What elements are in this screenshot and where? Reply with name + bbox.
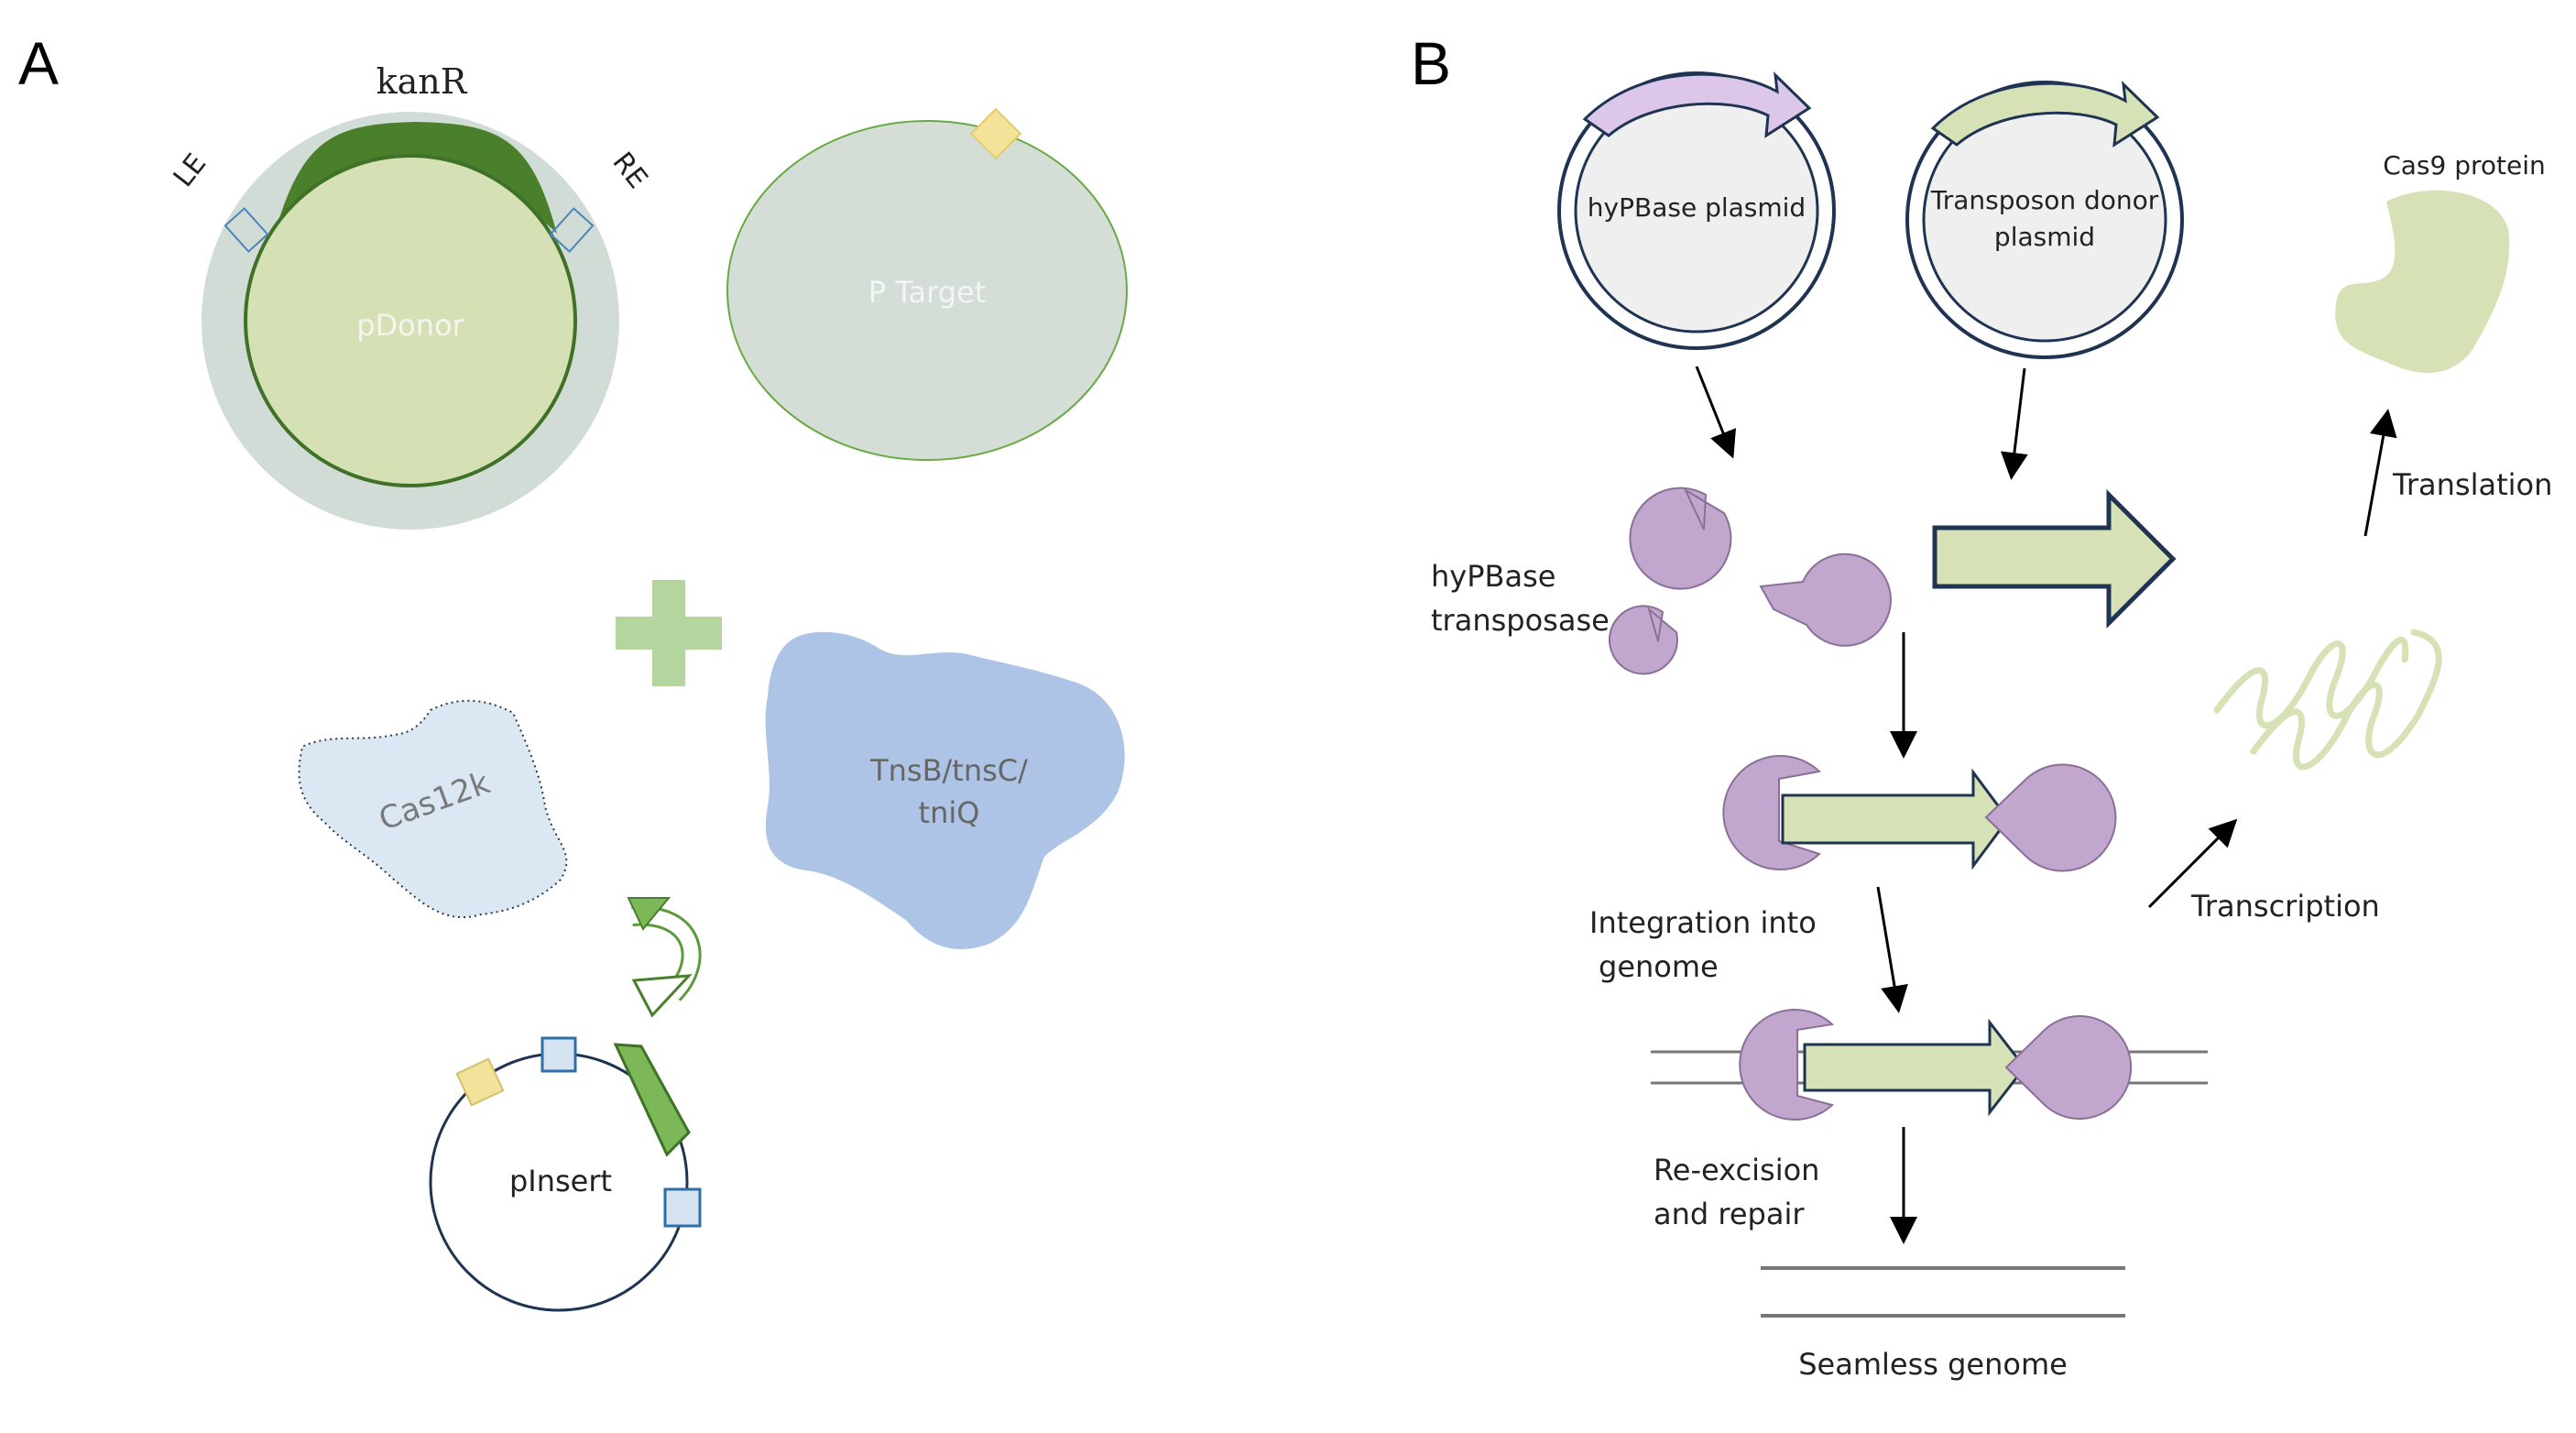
pinsert-blue-site-top bbox=[540, 1036, 577, 1073]
transposon-label-line1: Transposon donor bbox=[1930, 185, 2159, 215]
integrated-genome bbox=[1651, 1009, 2208, 1121]
expression-block-arrow bbox=[1932, 488, 2177, 629]
complex-transposon-arrow bbox=[1781, 768, 2010, 870]
le-site bbox=[224, 207, 269, 253]
cas12k-protein: Cas12k bbox=[298, 699, 568, 919]
tns-complex: TnsB/tnsC/ tniQ bbox=[765, 631, 1125, 949]
le-label: LE bbox=[168, 148, 213, 193]
cas9-shape bbox=[2335, 190, 2510, 373]
transposase-proteins bbox=[1608, 487, 1892, 675]
tns-label-line2: tniQ bbox=[919, 795, 980, 830]
panel-label-b: B bbox=[1411, 29, 1451, 97]
hypbase-plasmid: hyPBase plasmid bbox=[1557, 71, 1836, 350]
re-site bbox=[549, 207, 595, 253]
arrow-to-genome bbox=[1876, 886, 1908, 1013]
transposon-donor-plasmid: Transposon donor plasmid bbox=[1905, 81, 2184, 359]
genome-left-transposase bbox=[1739, 1009, 1835, 1121]
pdonor-label: pDonor bbox=[356, 308, 464, 343]
arrow-transcription bbox=[2147, 818, 2238, 909]
curved-arrow-tip bbox=[631, 974, 693, 1018]
tns-shape bbox=[765, 631, 1125, 949]
transcription-label: Transcription bbox=[2190, 889, 2380, 924]
transposase-pacman-1 bbox=[1629, 487, 1732, 590]
curved-arrow-icon bbox=[627, 897, 702, 1018]
pinsert-label: pInsert bbox=[509, 1164, 612, 1198]
cas9-protein: Cas9 protein bbox=[2335, 150, 2546, 373]
translation-label: Translation bbox=[2392, 467, 2552, 502]
transposase-pacman-2 bbox=[1759, 552, 1892, 647]
cas9-label: Cas9 protein bbox=[2383, 150, 2546, 180]
pinsert-yellow-site bbox=[455, 1057, 505, 1107]
curved-arrow-head bbox=[627, 897, 671, 931]
ptarget-plasmid: P Target bbox=[726, 107, 1128, 461]
tns-label-line1: TnsB/tnsC/ bbox=[869, 753, 1028, 788]
reexcision-label-line2: and repair bbox=[1654, 1197, 1805, 1231]
transposon-gene-arrow bbox=[1930, 81, 2160, 148]
arrow-translation bbox=[2363, 409, 2397, 537]
arrow-donor-down bbox=[2000, 367, 2028, 480]
pdonor-circle bbox=[244, 154, 577, 487]
reexcision-label-line1: Re-excision bbox=[1654, 1153, 1819, 1187]
hypbase-plasmid-label: hyPBase plasmid bbox=[1588, 192, 1806, 223]
pinsert-blue-site-right bbox=[663, 1187, 702, 1228]
ptarget-circle bbox=[726, 120, 1128, 461]
pinsert-green-cassette bbox=[613, 1043, 691, 1157]
ptarget-site bbox=[969, 107, 1022, 160]
mrna-icon bbox=[2213, 629, 2442, 771]
complex-left-transposase bbox=[1722, 755, 1822, 870]
transposase-label-line2: transposase bbox=[1431, 603, 1610, 638]
ptarget-label: P Target bbox=[868, 275, 986, 310]
transposase-pacman-3 bbox=[1608, 605, 1678, 675]
transposase-label-line1: hyPBase bbox=[1431, 559, 1555, 594]
arrow-plasmid-to-transposase bbox=[1695, 366, 1737, 459]
genome-transposon-arrow bbox=[1803, 1018, 2026, 1117]
plus-icon bbox=[616, 580, 722, 686]
panel-label-a: A bbox=[18, 29, 59, 97]
integration-label-line1: Integration into bbox=[1589, 905, 1817, 940]
hypbase-gene-arrow bbox=[1582, 71, 1812, 138]
pdonor-plasmid: kanR LE RE pDonor bbox=[168, 61, 654, 530]
transposon-label-line2: plasmid bbox=[1994, 222, 2095, 252]
integration-label-line2: genome bbox=[1599, 949, 1719, 984]
transposon-complex bbox=[1722, 755, 2117, 872]
genome-right-transposase bbox=[2004, 1015, 2133, 1120]
cas12k-shape bbox=[298, 699, 568, 919]
kanr-label: kanR bbox=[377, 61, 468, 102]
seamless-label: Seamless genome bbox=[1798, 1347, 2068, 1382]
pinsert-plasmid: pInsert bbox=[429, 1036, 702, 1312]
complex-right-transposase bbox=[1984, 763, 2117, 872]
re-label: RE bbox=[606, 147, 653, 195]
